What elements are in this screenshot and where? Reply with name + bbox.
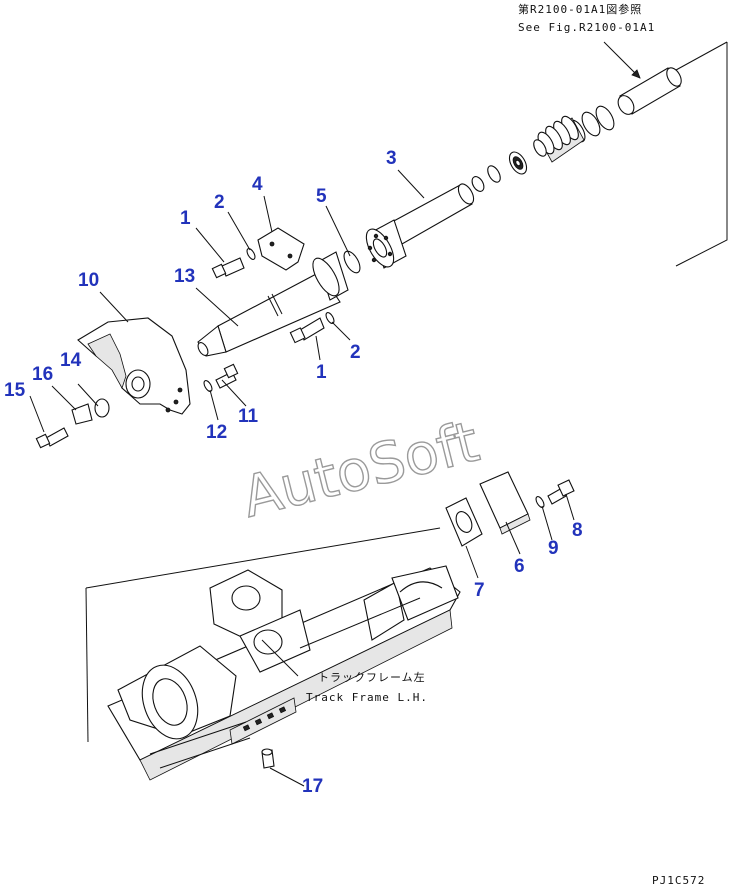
gasket-part-7: [445, 497, 483, 547]
bolt-part-15: [35, 427, 69, 449]
callout-16: 16: [32, 364, 53, 385]
reference-note-en: See Fig.R2100-01A1: [518, 21, 655, 34]
bolt-part-1-upper: [211, 248, 256, 279]
leader-lines: [29, 169, 575, 787]
reference-note-jp: 第R2100-01A1図参照: [518, 2, 642, 16]
callout-7: 7: [474, 580, 485, 601]
callout-12: 12: [206, 422, 227, 443]
callout-2-lower: 2: [350, 342, 361, 363]
o-ring-part-5: [343, 250, 361, 274]
callout-14: 14: [60, 350, 82, 371]
callout-13: 13: [174, 266, 195, 287]
header-leader: [603, 41, 641, 79]
cover-part-10: [77, 317, 191, 415]
reference-bracket: [675, 41, 728, 267]
small-rings: [471, 165, 501, 192]
bellows-part: [533, 115, 585, 163]
bracket-part-4: [257, 227, 305, 271]
shaft-part-13: [197, 251, 349, 357]
callout-1-upper: 1: [180, 208, 191, 229]
callout-10: 10: [78, 270, 99, 291]
drawing-code: PJ1C572: [652, 874, 705, 887]
callout-9: 9: [548, 538, 559, 559]
callout-3: 3: [386, 148, 397, 169]
callout-4: 4: [252, 174, 263, 195]
frame-note-jp: トラックフレーム左: [318, 671, 426, 684]
callout-11: 11: [238, 406, 259, 427]
bearing-part: [508, 151, 528, 175]
washer-part-9: [535, 496, 545, 508]
callout-1-lower: 1: [316, 362, 327, 383]
track-frame: [85, 527, 461, 781]
cover-plate-part-6: [479, 471, 531, 535]
bolt-part-1-lower: [289, 312, 335, 344]
bolt-part-8: [547, 479, 575, 505]
bolt-part-11: [203, 363, 239, 392]
callout-6: 6: [514, 556, 525, 577]
sleeve-part: [617, 67, 682, 115]
callout-8: 8: [572, 520, 583, 541]
fitting-part-17: [261, 748, 275, 769]
callout-15: 15: [4, 380, 26, 401]
cylinder-part-3: [365, 183, 475, 269]
plate-part-14: [94, 398, 110, 418]
spacer-part-16: [71, 403, 93, 425]
callout-2-upper: 2: [214, 192, 225, 213]
frame-note-en: Track Frame L.H.: [306, 691, 428, 704]
callout-17: 17: [302, 776, 323, 797]
callout-5: 5: [316, 186, 327, 207]
